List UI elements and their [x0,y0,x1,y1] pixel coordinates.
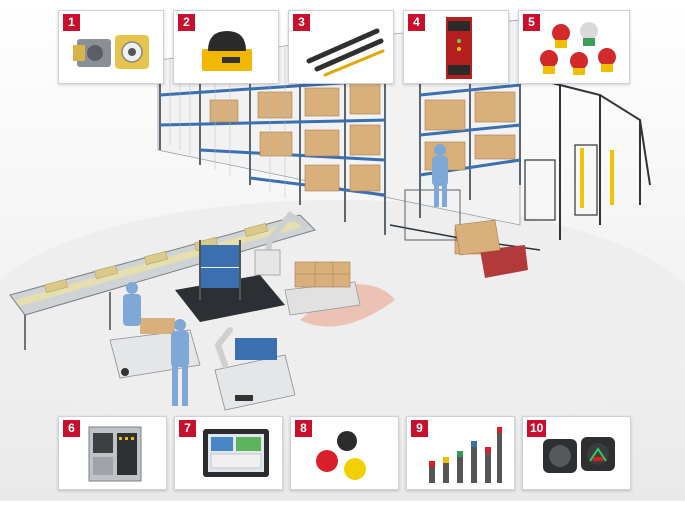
product-number-badge: 4 [408,14,425,31]
signal-tower-lights-icon [429,427,502,483]
container-station [175,240,285,322]
safety-light-curtain-icon [306,28,385,77]
product-number-badge: 9 [411,420,428,437]
product-number-badge: 7 [179,420,196,437]
product-card-4[interactable]: 4 [403,10,509,84]
plc-controller-icon [88,426,142,482]
emergency-stop-buttons-icon [540,22,616,75]
mobile-robot-arm-right [214,327,296,411]
product-card-10[interactable]: 10 [522,416,631,490]
product-number-badge: 1 [63,14,80,31]
product-card-6[interactable]: 6 [58,416,167,490]
light-curtain-posts [580,148,614,208]
product-card-3[interactable]: 3 [288,10,394,84]
product-number-badge: 8 [295,420,312,437]
hmi-touch-panel-icon [203,429,269,477]
safety-door-switch-icon [73,35,149,69]
indicator-lamps-icon [316,431,366,480]
product-card-7[interactable]: 7 [174,416,283,490]
conveyor [9,214,316,350]
safety-laser-scanner-icon [202,31,252,71]
product-card-2[interactable]: 2 [173,10,279,84]
operator-figure-rack [432,144,448,207]
agv-cart-right [454,219,528,278]
worker-figures [123,282,189,406]
safety-fence [389,74,651,251]
product-number-badge: 2 [178,14,195,31]
product-number-badge: 10 [527,420,547,437]
product-number-badge: 3 [293,14,310,31]
product-number-badge: 6 [63,420,80,437]
robot-base-top [254,249,281,276]
product-number-badge: 5 [523,14,540,31]
product-card-9[interactable]: 9 [406,416,515,490]
safety-relay-icon [446,17,472,79]
pushbutton-switches-icon [543,437,615,473]
product-card-8[interactable]: 8 [290,416,399,490]
agv-with-pallet [284,261,395,327]
product-card-1[interactable]: 1 [58,10,164,84]
product-card-5[interactable]: 5 [518,10,630,84]
